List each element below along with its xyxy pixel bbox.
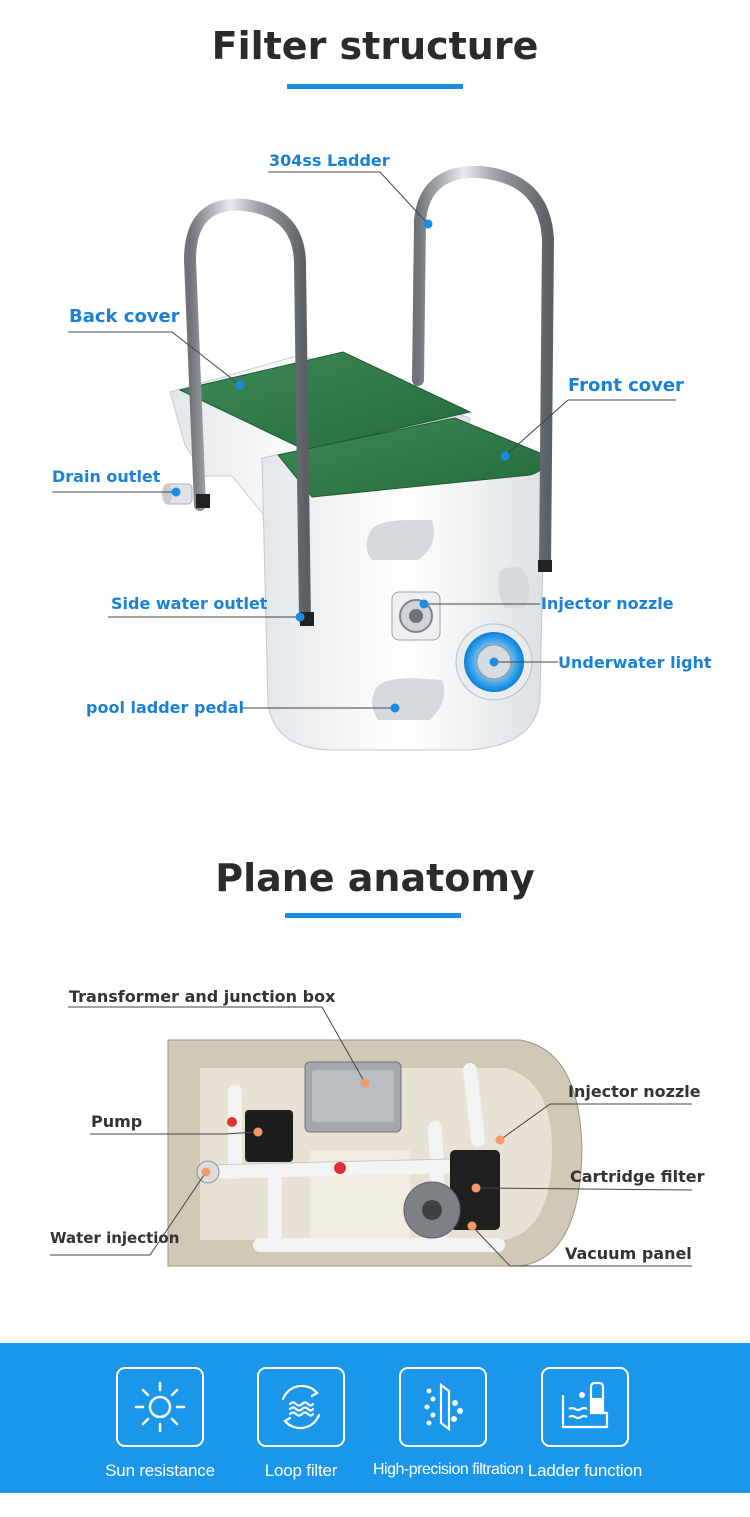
label-304ss-ladder: 304ss Ladder [269, 151, 390, 170]
ladder-icon [561, 1381, 609, 1429]
sun-icon [134, 1381, 186, 1433]
feature-ladder-function: Ladder function [515, 1367, 655, 1481]
loop-filter-icon [281, 1384, 321, 1430]
label-drain-outlet: Drain outlet [52, 467, 161, 486]
feature-label: High-precision filtration [373, 1461, 524, 1478]
section-title-filter-structure: Filter structure [211, 24, 539, 68]
label-front-cover: Front cover [568, 375, 684, 396]
label-underwater-light: Underwater light [558, 653, 712, 672]
feature-label: Loop filter [264, 1461, 338, 1480]
title-underline [285, 913, 461, 918]
callout-dots [171, 219, 510, 713]
label-water-injection: Water injection [50, 1229, 180, 1247]
label-transformer-junction-box: Transformer and junction box [69, 987, 336, 1006]
label-injector-nozzle-2: Injector nozzle [568, 1082, 701, 1101]
title-underline [287, 84, 463, 89]
label-injector-nozzle: Injector nozzle [541, 594, 674, 613]
filter-structure-illustration [52, 165, 676, 751]
filtration-icon [424, 1382, 463, 1432]
feature-loop-filter: Loop filter [231, 1367, 371, 1481]
feature-label: Ladder function [527, 1461, 643, 1480]
section-title-plane-anatomy: Plane anatomy [215, 856, 535, 900]
feature-sun-resistance: Sun resistance [90, 1367, 230, 1481]
feature-high-precision-filtration: High-precision filtration [373, 1367, 524, 1479]
label-vacuum-panel: Vacuum panel [565, 1244, 692, 1263]
label-side-water-outlet: Side water outlet [111, 594, 268, 613]
label-cartridge-filter: Cartridge filter [570, 1167, 705, 1186]
label-pump: Pump [91, 1112, 143, 1131]
label-back-cover: Back cover [69, 306, 180, 327]
feature-label: Sun resistance [105, 1461, 215, 1480]
plane-anatomy-illustration [50, 1006, 693, 1267]
label-pool-ladder-pedal: pool ladder pedal [86, 698, 245, 717]
feature-band: Sun resistance Loop filter [0, 1343, 750, 1493]
callout-dots-orange [201, 1078, 505, 1231]
